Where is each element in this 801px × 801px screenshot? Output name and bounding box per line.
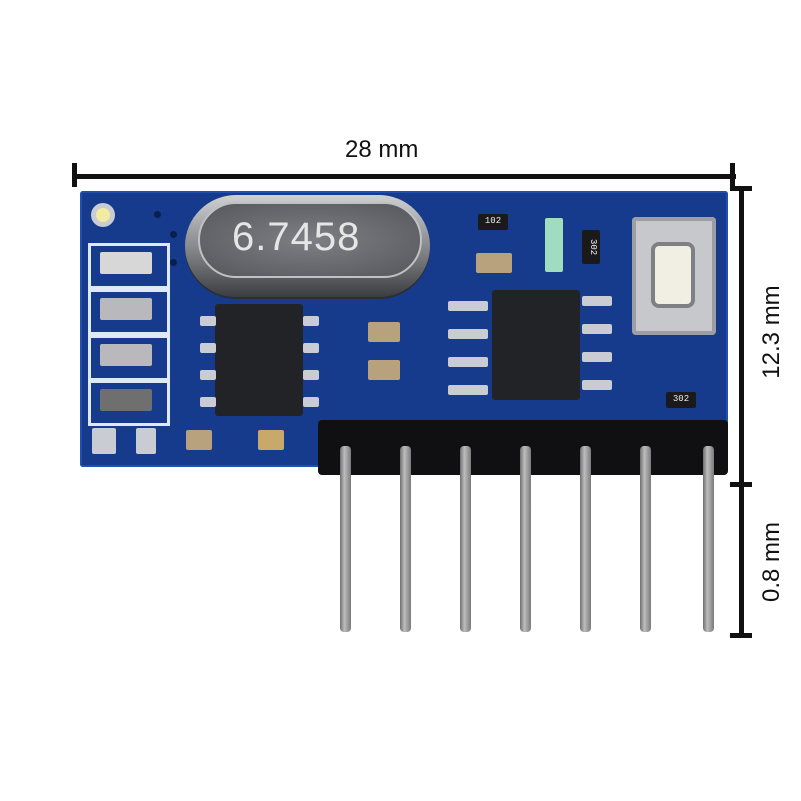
ic-pin [200, 370, 216, 380]
capacitor [100, 344, 152, 366]
pad-outline [88, 289, 170, 335]
ic-pin [582, 352, 612, 362]
height-dimension-bottom-tick [730, 633, 752, 638]
ic-pin [303, 370, 319, 380]
led-indicator [545, 218, 563, 272]
pad [92, 428, 116, 454]
pad [136, 428, 156, 454]
header-pin-5 [580, 446, 591, 632]
ic-pin [200, 397, 216, 407]
ic-pin [200, 343, 216, 353]
ic-pin [582, 380, 612, 390]
capacitor [368, 360, 400, 380]
capacitor [100, 252, 152, 274]
header-pin-7 [703, 446, 714, 632]
width-dimension-label: 28 mm [345, 136, 419, 163]
pad-outline [88, 335, 170, 381]
inductor [100, 389, 152, 411]
pad-outline [88, 243, 170, 289]
capacitor [100, 298, 152, 320]
capacitor [258, 430, 284, 450]
via [170, 259, 177, 266]
resistor-302: 302 [666, 392, 696, 408]
width-dimension-right-tick [730, 163, 735, 191]
ic-pin [448, 329, 488, 339]
ic-pin [582, 296, 612, 306]
ic-pin [303, 316, 319, 326]
mounting-hole [96, 208, 110, 222]
height-dimension-mid-tick [730, 482, 752, 487]
push-button-cap [655, 246, 691, 304]
width-dimension-left-tick [72, 163, 77, 187]
capacitor [186, 430, 212, 450]
ic-pin [448, 385, 488, 395]
ic-pin [200, 316, 216, 326]
crystal-top [198, 202, 422, 278]
crystal-marking: 6.7458 [232, 215, 361, 259]
pin-length-dimension-label: 0.8 mm [758, 522, 785, 603]
ic-chip-2 [492, 290, 580, 400]
ic-pin [582, 324, 612, 334]
resistor-102: 102 [478, 214, 508, 230]
ic-pin [448, 301, 488, 311]
ic-chip-1 [215, 304, 303, 416]
capacitor [368, 322, 400, 342]
pad-outline [88, 380, 170, 426]
height-dimension-top-tick [730, 186, 752, 191]
via [154, 211, 161, 218]
resistor-302-vertical: 302 [582, 230, 600, 264]
via [170, 231, 177, 238]
capacitor [476, 253, 512, 273]
ic-pin [303, 343, 319, 353]
ic-pin [303, 397, 319, 407]
header-pin-6 [640, 446, 651, 632]
header-pin-1 [340, 446, 351, 632]
height-dimension-label: 12.3 mm [758, 285, 785, 379]
header-pin-4 [520, 446, 531, 632]
header-pin-2 [400, 446, 411, 632]
ic-pin [448, 357, 488, 367]
width-dimension-line [74, 174, 736, 179]
height-dimension-line [739, 186, 744, 638]
header-pin-3 [460, 446, 471, 632]
